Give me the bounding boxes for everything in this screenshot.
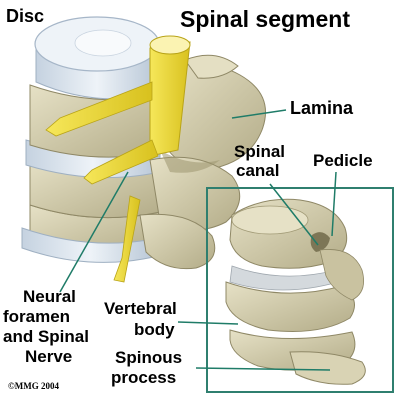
inset-top-surface [231, 205, 309, 235]
upper-nerve-root [45, 81, 153, 137]
spinal-canal-label: Spinal canal [234, 142, 285, 180]
posterior-elements [139, 54, 266, 270]
inset-spinous-process [289, 351, 366, 385]
inset-canal [310, 232, 330, 252]
vertebral-body-label: Vertebral body [104, 298, 177, 340]
neural-label-line3: and Spinal [3, 327, 89, 346]
vertebral-label-line2: body [134, 320, 175, 339]
vertebral-body-pointer [177, 321, 239, 325]
diagram-title: Spinal segment [180, 6, 350, 32]
disc-label: Disc [6, 6, 45, 26]
neural-foramen-label: Neural foramen and Spinal Nerve [3, 287, 89, 367]
upper-facet [184, 54, 239, 79]
lower-posterior [139, 213, 216, 270]
lamina-label: Lamina [290, 98, 354, 118]
neural-label-line2: foramen [3, 307, 71, 326]
spinous-process-pointer [195, 367, 331, 371]
spinal-canal-label-line1: Spinal [234, 142, 286, 161]
pointer-lines [59, 109, 337, 371]
spinous-label-line2: process [111, 368, 177, 387]
spinal-canal-label-line2: canal [236, 161, 280, 180]
shadow [160, 150, 220, 173]
inset-disc [229, 265, 339, 291]
inset-frame [206, 187, 394, 393]
nucleus [74, 29, 132, 57]
spinal-cord-cross-section [149, 35, 191, 55]
neural-label-line4: Nerve [25, 347, 73, 366]
spinal-canal-pointer [269, 183, 319, 246]
spinal-nerves [45, 35, 191, 283]
spinous-label-line1: Spinous [115, 348, 183, 367]
lower-nerve-root [113, 195, 141, 283]
middle-nerve-root [83, 139, 159, 185]
inset-posterior-arch [319, 249, 365, 301]
pedicle-pointer [331, 171, 337, 237]
lamina-pointer [231, 109, 287, 119]
neural-foramen-pointer [59, 171, 129, 293]
inset-vertebrae [225, 198, 366, 385]
vertebral-column [21, 16, 161, 263]
vertebral-label-line1: Vertebral [104, 299, 177, 318]
spinous-process-label: Spinous process [111, 348, 182, 388]
neural-label-line1: Neural [23, 287, 76, 306]
pedicle-label: Pedicle [313, 151, 373, 170]
copyright-notice: ©MMG 2004 [8, 381, 59, 391]
inset-middle-vertebra [225, 281, 355, 332]
